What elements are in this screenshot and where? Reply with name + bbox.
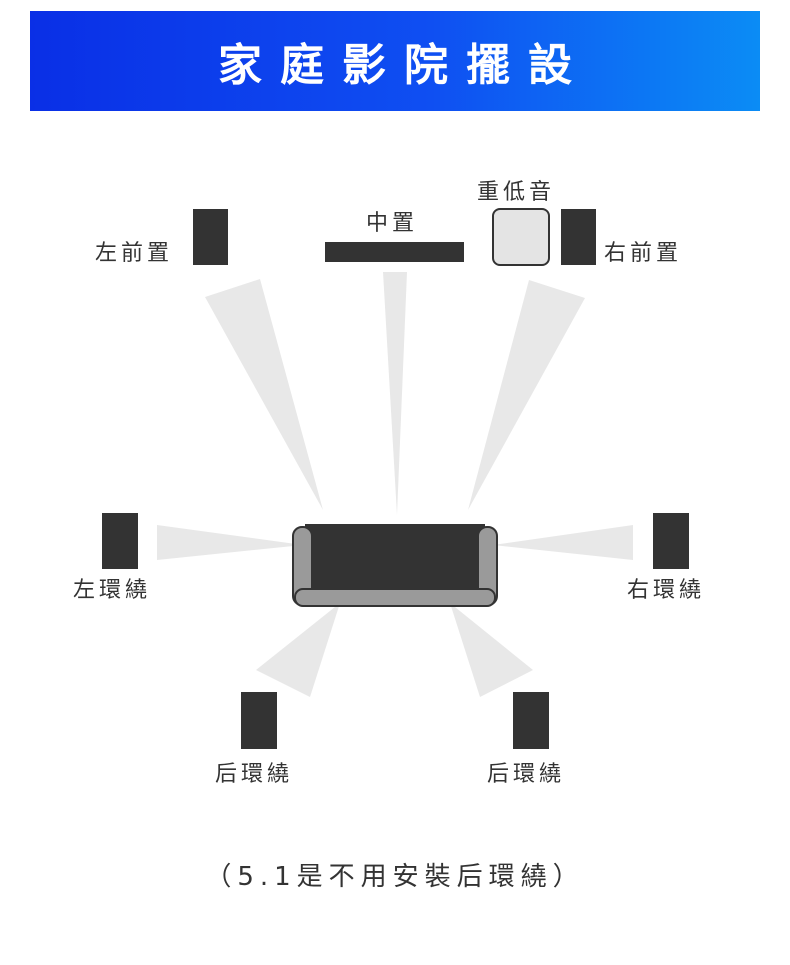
sofa-back	[305, 524, 485, 594]
label-surround-left: 左環繞	[73, 578, 151, 603]
label-subwoofer: 重低音	[477, 180, 555, 205]
label-front-left: 左前置	[95, 241, 173, 266]
speaker-surround-right	[653, 513, 689, 569]
speaker-rear-right	[513, 692, 549, 749]
speaker-rear-left	[241, 692, 277, 749]
label-rear-left: 后環繞	[215, 762, 293, 787]
speaker-subwoofer	[492, 208, 550, 266]
beam-front-left	[205, 279, 323, 510]
header-banner: 家庭影院擺設	[30, 11, 760, 111]
label-center: 中置	[366, 211, 418, 236]
speaker-front-left	[193, 209, 228, 265]
speaker-center	[325, 242, 464, 262]
speaker-front-right	[561, 209, 596, 265]
footnote: （5.1是不用安裝后環繞）	[205, 862, 585, 892]
beam-center	[383, 272, 407, 515]
sound-beams	[157, 272, 633, 697]
page-title: 家庭影院擺設	[218, 40, 590, 91]
sofa-seat	[294, 588, 496, 607]
sofa	[292, 524, 498, 607]
label-rear-right: 后環繞	[487, 762, 565, 787]
beam-front-right	[468, 280, 585, 510]
label-surround-right: 右環繞	[627, 578, 705, 603]
beam-surround-right	[493, 525, 633, 560]
beam-surround-left	[157, 525, 303, 560]
label-front-right: 右前置	[604, 241, 682, 266]
beam-rear-right	[450, 603, 533, 697]
beam-rear-left	[256, 603, 340, 697]
speaker-surround-left	[102, 513, 138, 569]
